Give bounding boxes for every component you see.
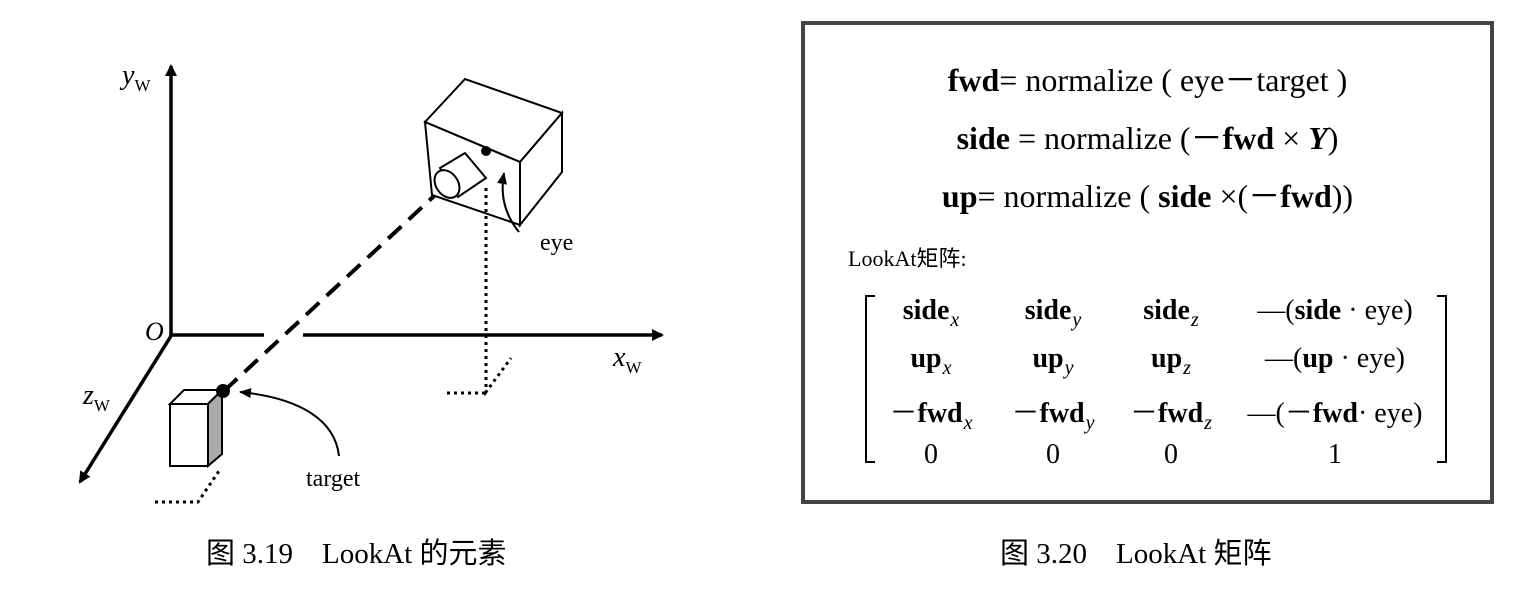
matrix-cell-part: fwd — [1312, 398, 1358, 429]
matrix-cell-part: y — [1072, 309, 1082, 331]
line-of-sight — [222, 182, 449, 393]
matrix-cell-r1-c3: —(up · eye) — [1265, 343, 1405, 375]
matrix-cell-part: x — [950, 309, 960, 331]
matrix-right-bracket — [1437, 295, 1447, 463]
up-rhs-fwd: fwd — [1280, 178, 1332, 214]
eye-camera-cube — [423, 77, 564, 228]
matrix-cell-part: z — [1190, 309, 1199, 331]
matrix-cell-r1-c1: upy — [1032, 343, 1073, 379]
z-axis-label: zW — [82, 380, 111, 415]
side-equation: side = normalize (－fwd × Y) — [805, 113, 1490, 159]
matrix-cell-part: 0 — [1164, 439, 1178, 470]
camera-lens — [433, 151, 488, 199]
target-pointer-arrow — [239, 388, 340, 457]
origin-label: O — [145, 317, 164, 346]
up-rhs-b: ×(－ — [1211, 178, 1281, 214]
matrix-left-bracket — [865, 295, 875, 463]
figure-3-20-caption: 图 3.20 LookAt 矩阵 — [1000, 538, 1272, 570]
up-equation: up= normalize ( side ×(－fwd)) — [805, 171, 1490, 217]
eye-pointer-arrow — [497, 172, 520, 233]
matrix-cell-part: y — [1064, 357, 1074, 379]
target-point — [216, 384, 230, 398]
matrix-cell-part: —( — [1257, 295, 1295, 326]
matrix-cell-part: － — [889, 398, 918, 429]
matrix-cell-part: side — [1024, 295, 1072, 326]
side-rhs-b: × — [1274, 120, 1309, 156]
matrix-cell-part: fwd — [1158, 398, 1204, 429]
matrix-cell-r2-c0: －fwdx — [889, 391, 973, 434]
matrix-cell-r0-c1: sidey — [1024, 295, 1082, 331]
matrix-cell-r3-c2: 0 — [1164, 439, 1178, 471]
up-rhs-c: )) — [1331, 178, 1354, 214]
matrix-cell-part: － — [1130, 398, 1159, 429]
fwd-rhs: = normalize ( eye－target ) — [999, 62, 1348, 98]
matrix-cell-part: up — [1151, 343, 1183, 374]
matrix-cell-part: up — [1032, 343, 1064, 374]
target-projection-dotted — [155, 467, 223, 504]
eye-projection-dotted — [484, 188, 513, 397]
lookat-elements-diagram: yW xW zW O eye target — [78, 60, 664, 504]
matrix-cell-r0-c0: sidex — [902, 295, 960, 331]
matrix-cell-r1-c0: upx — [910, 343, 951, 379]
matrix-cell-part: y — [1085, 412, 1095, 434]
matrix-cell-r1-c2: upz — [1151, 343, 1191, 379]
matrix-cell-part: · eye) — [1333, 343, 1405, 374]
matrix-cell-part: 0 — [1046, 439, 1060, 470]
matrix-cell-r3-c3: 1 — [1328, 439, 1342, 471]
z-axis — [78, 335, 173, 484]
target-label: target — [306, 466, 361, 492]
side-rhs-c: ) — [1327, 120, 1339, 156]
figure-3-19-caption: 图 3.19 LookAt 的元素 — [206, 538, 507, 570]
matrix-cell-part: side — [1143, 295, 1190, 326]
matrix-cell-part: fwd — [917, 398, 963, 429]
fwd-symbol: fwd — [947, 62, 1000, 98]
matrix-cell-part: up — [910, 343, 942, 374]
x-axis-label: xW — [612, 342, 642, 377]
matrix-cell-part: fwd — [1039, 398, 1085, 429]
matrix-cell-r2-c1: －fwdy — [1011, 391, 1095, 434]
eye-point — [481, 146, 491, 156]
matrix-cell-r3-c0: 0 — [924, 439, 938, 471]
side-rhs-y: Y — [1308, 120, 1328, 156]
up-rhs-side: side — [1158, 178, 1212, 214]
matrix-cell-part: 0 — [924, 439, 938, 470]
matrix-cell-part: · eye) — [1357, 398, 1423, 429]
matrix-cell-part: —(－ — [1247, 398, 1313, 429]
side-rhs-a: = normalize (－ — [1009, 120, 1223, 156]
matrix-cell-part: side — [1294, 295, 1342, 326]
matrix-label: LookAt矩阵: — [848, 246, 967, 271]
matrix-cell-r2-c3: —(－fwd· eye) — [1248, 391, 1423, 431]
side-symbol: side — [956, 120, 1010, 156]
matrix-cell-part: up — [1302, 343, 1334, 374]
up-rhs-a: = normalize ( — [977, 178, 1159, 214]
target-cube — [167, 387, 225, 469]
matrix-cell-part: z — [1183, 357, 1191, 379]
matrix-cell-part: － — [1011, 398, 1040, 429]
y-axis-label: yW — [119, 60, 151, 95]
matrix-cell-part: side — [902, 295, 950, 326]
side-rhs-fwd: fwd — [1222, 120, 1275, 156]
matrix-cell-part: x — [942, 357, 952, 379]
matrix-cell-r0-c3: —(side · eye) — [1257, 295, 1413, 327]
matrix-cell-part: 1 — [1328, 439, 1342, 470]
matrix-cell-part: x — [963, 412, 973, 434]
matrix-cell-part: z — [1204, 412, 1212, 434]
up-symbol: up — [941, 178, 978, 214]
lookat-matrix-panel: fwd= normalize ( eye－target ) side = nor… — [801, 21, 1494, 504]
matrix-cell-r3-c1: 0 — [1046, 439, 1060, 471]
matrix-cell-r2-c2: －fwdz — [1130, 391, 1212, 434]
fwd-equation: fwd= normalize ( eye－target ) — [805, 55, 1490, 101]
matrix-cell-part: —( — [1265, 343, 1303, 374]
matrix-cell-part: · eye) — [1341, 295, 1413, 326]
matrix-cell-r0-c2: sidez — [1143, 295, 1198, 331]
eye-label: eye — [540, 230, 573, 256]
